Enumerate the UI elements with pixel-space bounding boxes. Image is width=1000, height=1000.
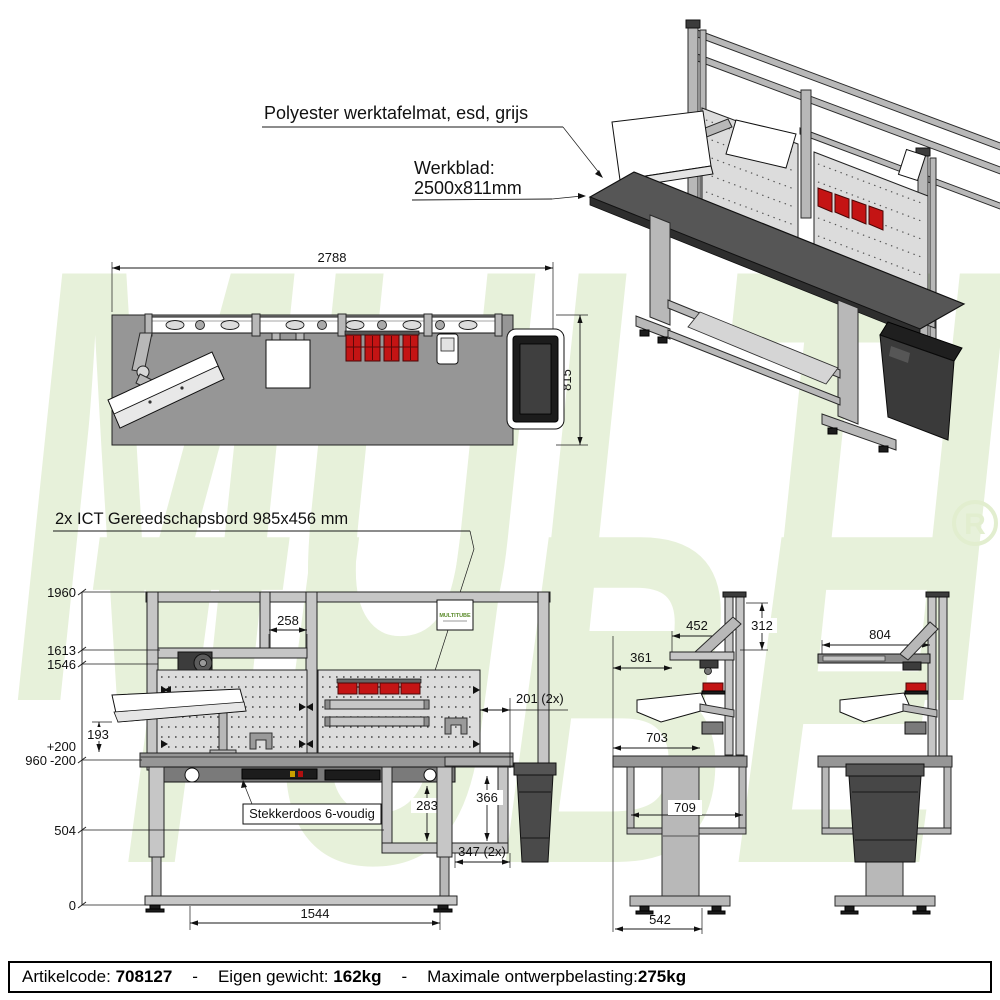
- logo-sign-iso: [897, 148, 927, 182]
- dim-283: 283: [416, 798, 438, 813]
- side-view-right: 804: [817, 591, 953, 915]
- annotations: Polyester werktafelmat, esd, grijs Werkb…: [53, 103, 603, 684]
- dim-1544: 1544: [301, 906, 330, 921]
- waste-bin-side-view: [845, 763, 925, 863]
- toolboard-label: 2x ICT Gereedschapsbord 985x456 mm: [55, 510, 348, 528]
- artikelcode-label: Artikelcode:: [22, 967, 111, 986]
- dim-258: 258: [277, 613, 299, 628]
- document-holder-iso: [725, 119, 797, 169]
- isometric-view: [588, 19, 1000, 453]
- pegboard-accessories: [161, 678, 480, 750]
- waste-bin-front-view: [513, 762, 557, 863]
- socket-strip: [241, 768, 318, 780]
- separator-2: -: [401, 967, 408, 986]
- dim-542: 542: [649, 912, 671, 927]
- lamp-front-view: [111, 688, 247, 757]
- dim-452: 452: [686, 618, 708, 633]
- separator-1: -: [192, 967, 198, 986]
- dim-960: 960: [25, 753, 47, 768]
- socket-label: Stekkerdoos 6-voudig: [249, 806, 375, 821]
- dim-361: 361: [630, 650, 652, 665]
- side-view-middle: 312 452 361 703: [612, 591, 777, 934]
- registered-mark: R: [964, 508, 986, 541]
- dim-703: 703: [646, 730, 668, 745]
- top-view: 2788 815: [107, 250, 588, 446]
- dim-minus200: -200: [50, 753, 76, 768]
- dim-804: 804: [869, 627, 891, 642]
- dim-504: 504: [54, 823, 76, 838]
- front-view: MULTITUBE 258: [25, 585, 568, 930]
- dim-top-width: 2788: [318, 250, 347, 265]
- control-device-top-view: [436, 333, 459, 365]
- underframe-iso: [635, 214, 897, 453]
- dim-366: 366: [476, 790, 498, 805]
- footer-bar: Artikelcode: 708127 - Eigen gewicht: 162…: [8, 961, 992, 993]
- logo-sign-text: MULTITUBE: [439, 613, 471, 619]
- werkblad-label-1: Werkblad:: [414, 158, 495, 178]
- werkblad-label-2: 2500x811mm: [414, 178, 522, 198]
- waste-bin-iso: [879, 321, 963, 441]
- dim-plus200: +200: [47, 739, 76, 754]
- dim-201: 201 (2x): [516, 691, 564, 706]
- legs-front-view: [144, 766, 458, 913]
- pedestal-middle: [661, 766, 700, 897]
- load-value: 275kg: [637, 967, 687, 986]
- weight-label: Eigen gewicht:: [217, 967, 329, 986]
- red-bins-iso: [817, 187, 884, 231]
- dim-347: 347 (2x): [458, 844, 506, 859]
- document-holder-top-view: [265, 332, 311, 389]
- load-label: Maximale ontwerpbelasting:: [427, 967, 638, 986]
- red-bins-top-view: [344, 330, 420, 362]
- dim-1613: 1613: [47, 643, 76, 658]
- mat-label: Polyester werktafelmat, esd, grijs: [264, 103, 528, 123]
- dim-0: 0: [69, 898, 76, 913]
- weight-value: 162kg: [333, 967, 382, 986]
- tool-rail-top-view: [144, 313, 503, 337]
- registered-mark-circle: [952, 500, 998, 546]
- apron-front-view: [154, 766, 456, 783]
- dim-1960: 1960: [47, 585, 76, 600]
- height-dimension-column: 1960 1613 1546 +200 960 -200 504 0: [25, 585, 384, 913]
- dim-193: 193: [87, 727, 109, 742]
- logo-sign-front: MULTITUBE: [436, 599, 474, 631]
- waste-bin-top-view: [506, 328, 565, 430]
- dim-1546: 1546: [47, 657, 76, 672]
- dim-709: 709: [674, 800, 696, 815]
- lamp-top-view: [107, 332, 225, 429]
- artikelcode-value: 708127: [115, 967, 173, 986]
- dim-312: 312: [751, 618, 773, 633]
